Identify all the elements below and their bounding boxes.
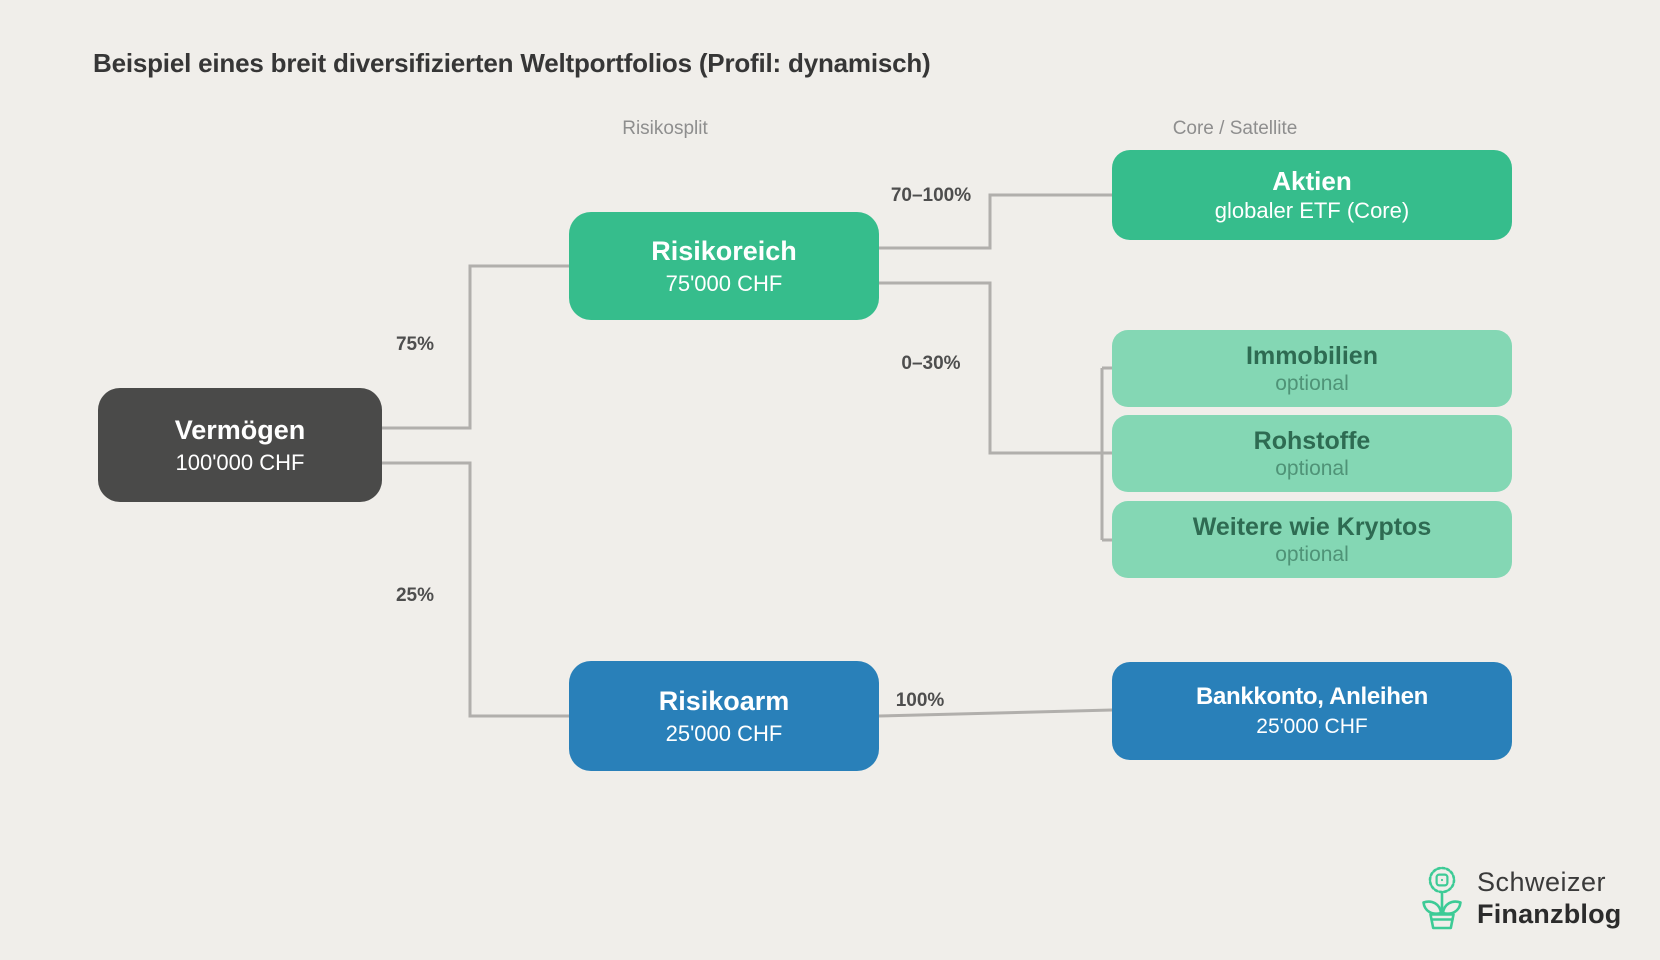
node-vermoegen: Vermögen 100'000 CHF <box>98 388 382 502</box>
plant-icon <box>1422 866 1462 930</box>
node-risikoreich-value: 75'000 CHF <box>665 270 783 296</box>
node-kryptos: Weitere wie Kryptos optional <box>1112 501 1512 578</box>
node-kryptos-label: Weitere wie Kryptos <box>1192 512 1432 541</box>
edge-label-0-30-percent: 0–30% <box>901 353 961 374</box>
node-rohstoffe-value: optional <box>1275 456 1349 480</box>
column-label-risikosplit: Risikosplit <box>622 118 708 139</box>
node-vermoegen-label: Vermögen <box>174 414 306 445</box>
node-aktien: Aktien globaler ETF (Core) <box>1112 150 1512 240</box>
column-label-core-satellite: Core / Satellite <box>1172 118 1298 139</box>
connector-vermoegen-risikoarm <box>382 461 569 718</box>
brand-logo: Schweizer Finanzblog <box>1420 866 1621 930</box>
node-risikoarm: Risikoarm 25'000 CHF <box>569 661 879 771</box>
node-risikoreich-label: Risikoreich <box>651 235 797 266</box>
node-immobilien: Immobilien optional <box>1112 330 1512 407</box>
page-title: Beispiel eines breit diversifizierten We… <box>93 48 931 78</box>
connector-risikoreich-satellites <box>879 281 1102 455</box>
node-aktien-value: globaler ETF (Core) <box>1214 197 1410 223</box>
edge-label-70-100-percent: 70–100% <box>890 185 972 206</box>
node-risikoarm-value: 25'000 CHF <box>665 720 783 746</box>
node-vermoegen-value: 100'000 CHF <box>175 449 305 475</box>
edge-label-100-percent: 100% <box>895 690 945 711</box>
connector-vermoegen-risikoreich <box>382 264 569 430</box>
edge-label-75-percent: 75% <box>395 334 435 355</box>
node-risikoreich: Risikoreich 75'000 CHF <box>569 212 879 320</box>
brand-logo-text: Schweizer Finanzblog <box>1477 866 1622 929</box>
brand-name-line2: Finanzblog <box>1477 898 1622 929</box>
node-bankkonto-label: Bankkonto, Anleihen <box>1195 682 1429 710</box>
connector-risikoreich-aktien <box>879 193 1112 250</box>
node-immobilien-value: optional <box>1275 371 1349 395</box>
node-bankkonto-value: 25'000 CHF <box>1256 714 1368 738</box>
brand-name-line1: Schweizer <box>1477 866 1607 897</box>
node-kryptos-value: optional <box>1275 542 1349 566</box>
node-bankkonto: Bankkonto, Anleihen 25'000 CHF <box>1112 662 1512 760</box>
connector-risikoarm-bankkonto <box>878 708 1113 718</box>
node-rohstoffe: Rohstoffe optional <box>1112 415 1512 492</box>
node-aktien-label: Aktien <box>1272 165 1352 196</box>
edge-label-25-percent: 25% <box>395 585 435 606</box>
node-rohstoffe-label: Rohstoffe <box>1253 426 1371 455</box>
node-risikoarm-label: Risikoarm <box>658 685 790 716</box>
node-immobilien-label: Immobilien <box>1246 341 1378 370</box>
